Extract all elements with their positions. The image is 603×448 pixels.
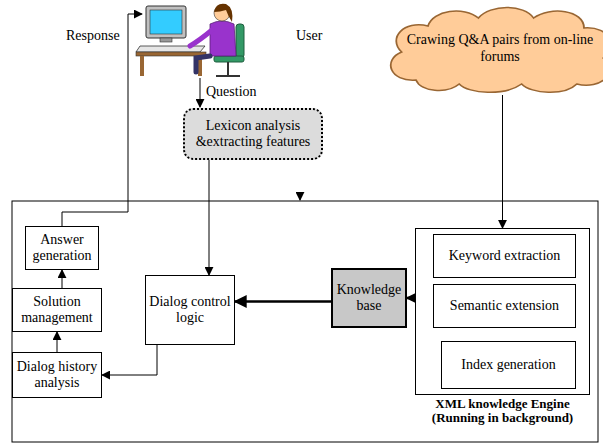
process-box: Solution management	[12, 288, 102, 332]
figure-label: Response	[66, 28, 120, 44]
connector-arrow	[102, 345, 157, 375]
node-text: Semantic extension	[450, 298, 559, 314]
process-box: Dialog history analysis	[12, 352, 102, 398]
user-illustration	[136, 4, 244, 76]
connector-arrow	[235, 300, 331, 303]
node-text: Keyword extraction	[449, 248, 561, 264]
response-line	[62, 14, 142, 226]
connector-arrow	[62, 270, 63, 288]
process-box: Answer generation	[25, 226, 99, 270]
frame-entry-arrow	[300, 192, 301, 200]
node-text: Dialog control logic	[146, 294, 234, 326]
process-box: Dialog control logic	[145, 275, 235, 345]
connector-arrow	[502, 95, 503, 228]
node-text: XML knowledge Engine (Running in backgro…	[416, 397, 589, 426]
node-text: Knowledge base	[333, 282, 405, 314]
node-text: Index generation	[461, 357, 555, 373]
source-cloud: Crawing Q&A pairs from on-line forums	[380, 2, 603, 95]
connector-arrow	[407, 297, 415, 300]
node-text: Crawing Q&A pairs from on-line forums	[380, 32, 603, 64]
figure-label: Question	[206, 84, 257, 100]
figure-label: User	[296, 28, 322, 44]
knowledge-box: Knowledge base	[331, 268, 407, 328]
connector-arrow	[57, 332, 58, 352]
process-box: Semantic extension	[433, 284, 576, 328]
connector-arrow	[209, 160, 210, 275]
engine-box: Keyword extractionSemantic extensionInde…	[415, 228, 590, 395]
analysis-box: Lexicon analysis &extracting features	[183, 108, 323, 160]
process-box: Keyword extraction	[433, 234, 576, 278]
node-text: Answer generation	[26, 232, 98, 264]
system-frame	[12, 201, 598, 442]
node-text: Solution management	[13, 294, 101, 326]
node-text: Lexicon analysis &extracting features	[185, 118, 321, 150]
question-line	[200, 78, 201, 107]
process-box: Index generation	[441, 341, 576, 389]
node-text: Dialog history analysis	[13, 359, 101, 391]
